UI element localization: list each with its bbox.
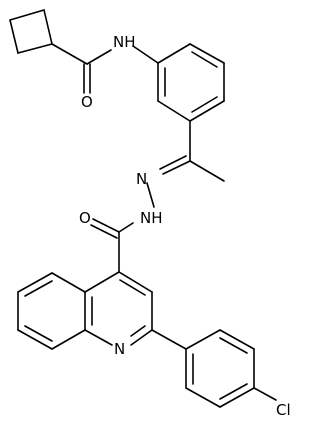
hydrazide-carbonyl [90, 218, 120, 273]
cyclobutane-ring [9, 9, 53, 54]
amide-nh-label: NH [113, 33, 136, 51]
quinoline-nitrogen-label: N [114, 340, 125, 358]
amide-oxygen-label: O [81, 93, 93, 111]
hydrazone-nitrogen-label: N [136, 170, 147, 188]
chlorophenyl-ring [151, 329, 277, 408]
chlorine-label: Cl [276, 401, 291, 419]
hydrazone-linker [118, 120, 225, 233]
phenylene-ring [157, 43, 225, 122]
quinoline-ring [17, 271, 153, 350]
hydrazide-nh-label: NH [140, 209, 163, 227]
cyclobutane-carboxamide [51, 43, 159, 94]
hydrazide-oxygen-label: O [79, 209, 91, 227]
chemical-structure: NH O N NH O N Cl [9, 9, 291, 419]
